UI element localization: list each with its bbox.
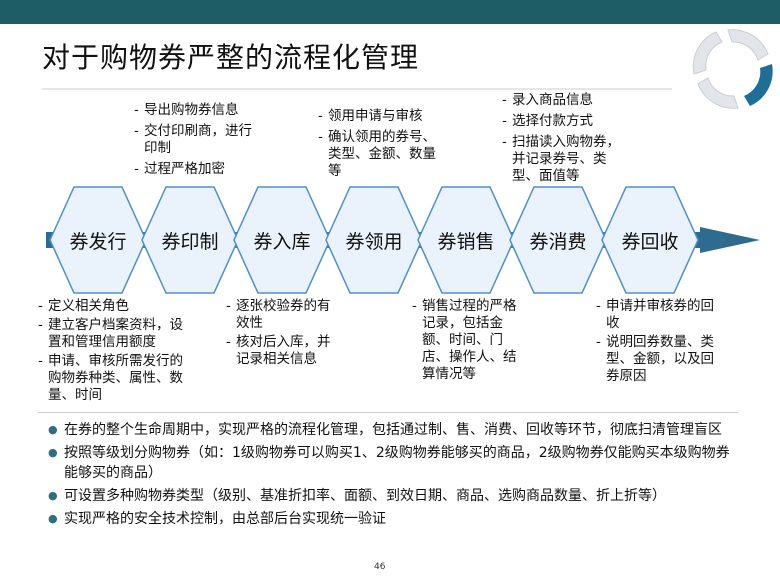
recovery-notes: 申请并审核券的回收 说明回券数量、类型、金额，以及回券原因 [596, 298, 720, 387]
title-divider [42, 88, 672, 90]
bullet-text: 按照等级划分购物券（如：1级购物券可以购买1、2级购物券能够买的商品，2级购物券… [64, 445, 730, 481]
list-item: 申请并审核券的回收 [596, 298, 720, 332]
requisition-notes: 领用申请与审核 确认领用的券号、类型、金额、数量等 [318, 108, 448, 184]
recycle-arrows-icon [692, 29, 773, 109]
bullet-dot-icon: ● [48, 512, 58, 525]
bullet-dot-icon: ● [48, 446, 58, 459]
slide-title: 对于购物券严整的流程化管理 [42, 41, 420, 74]
bullet-item: ● 按照等级划分购物券（如：1级购物券可以购买1、2级购物券能够买的商品，2级购物… [48, 443, 738, 483]
list-item: 核对后入库，并记录相关信息 [226, 334, 338, 368]
list-item: 过程严格加密 [134, 161, 258, 178]
stage-issuance: 券发行 [69, 231, 127, 253]
process-arrow-diagram [46, 186, 760, 294]
list-item: 领用申请与审核 [318, 108, 448, 125]
process-flow: 券发行 券印制 券入库 券领用 券销售 券消费 券回收 [0, 185, 780, 295]
consumption-notes: 录入商品信息 选择付款方式 扫描读入购物券，并记录券号、类型、面值等 [502, 92, 622, 189]
bullet-text: 实现严格的安全技术控制，由总部后台实现统一验证 [64, 511, 386, 527]
bullet-dot-icon: ● [48, 489, 58, 502]
issuance-notes: 定义相关角色 建立客户档案资料，设置和管理信用额度 申请、审核所需发行的购物券种… [38, 298, 188, 406]
list-item: 录入商品信息 [502, 92, 622, 109]
stage-sales: 券销售 [437, 231, 495, 253]
top-banner [0, 0, 780, 24]
stage-hexagon [601, 186, 699, 294]
list-item: 建立客户档案资料，设置和管理信用额度 [38, 317, 188, 351]
storage-notes: 逐张校验券的有效性 核对后入库，并记录相关信息 [226, 298, 338, 370]
list-item: 确认领用的券号、类型、金额、数量等 [318, 129, 448, 180]
bullet-item: ● 实现严格的安全技术控制，由总部后台实现统一验证 [48, 509, 738, 529]
bullet-dot-icon: ● [48, 423, 58, 436]
printing-notes: 导出购物券信息 交付印刷商，进行印制 过程严格加密 [134, 102, 258, 182]
sales-notes: 销售过程的严格记录，包括金额、时间、门店、操作人、结算情况等 [412, 298, 520, 385]
list-item: 扫描读入购物券，并记录券号、类型、面值等 [502, 134, 622, 185]
list-item: 导出购物券信息 [134, 102, 258, 119]
list-item: 销售过程的严格记录，包括金额、时间、门店、操作人、结算情况等 [412, 298, 520, 383]
stage-requisition: 券领用 [345, 231, 403, 253]
bullet-item: ● 在券的整个生命周期中，实现严格的流程化管理，包括通过制、售、消费、回收等环节，… [48, 420, 738, 440]
bullet-text: 在券的整个生命周期中，实现严格的流程化管理，包括通过制、售、消费、回收等环节，彻… [64, 422, 722, 438]
list-item: 选择付款方式 [502, 113, 622, 130]
section-divider [38, 412, 738, 413]
list-item: 申请、审核所需发行的购物券种类、属性、数量、时间 [38, 353, 188, 404]
bullet-item: ● 可设置多种购物券类型（级别、基准折扣率、面额、到效日期、商品、选购商品数量、折… [48, 486, 738, 506]
list-item: 定义相关角色 [38, 298, 188, 315]
list-item: 交付印刷商，进行印制 [134, 123, 258, 157]
stage-printing: 券印制 [161, 231, 219, 253]
stage-recovery: 券回收 [621, 231, 679, 253]
stage-consumption: 券消费 [529, 231, 587, 253]
stage-storage: 券入库 [253, 231, 311, 253]
list-item: 说明回券数量、类型、金额，以及回券原因 [596, 334, 720, 385]
list-item: 逐张校验券的有效性 [226, 298, 338, 332]
bullet-text: 可设置多种购物券类型（级别、基准折扣率、面额、到效日期、商品、选购商品数量、折上… [64, 488, 666, 504]
summary-bullets: ● 在券的整个生命周期中，实现严格的流程化管理，包括通过制、售、消费、回收等环节，… [48, 420, 738, 532]
page-number: 46 [374, 562, 386, 572]
